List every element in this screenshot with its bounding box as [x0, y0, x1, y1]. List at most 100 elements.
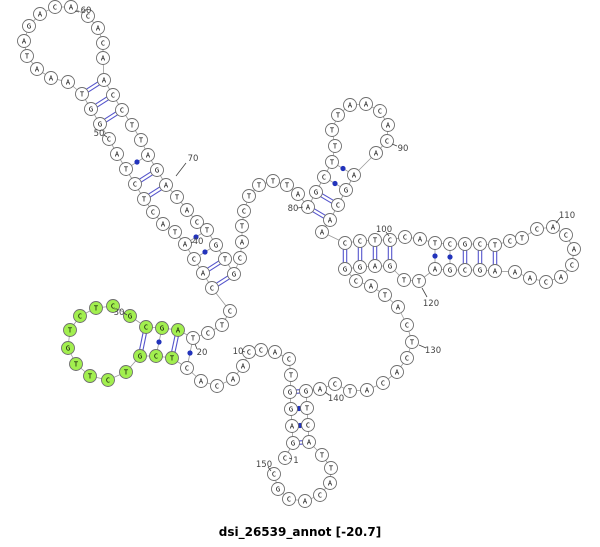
nucleotide-node[interactable] [473, 263, 487, 277]
nucleotide-node[interactable] [101, 373, 115, 387]
nucleotide-node[interactable] [119, 162, 133, 176]
nucleotide-node[interactable] [84, 102, 98, 116]
nucleotide-node[interactable] [381, 118, 395, 132]
nucleotide-node[interactable] [359, 97, 373, 111]
nucleotide-node[interactable] [347, 168, 361, 182]
nucleotide-node[interactable] [266, 174, 280, 188]
nucleotide-node[interactable] [523, 271, 537, 285]
nucleotide-node[interactable] [428, 236, 442, 250]
nucleotide-node[interactable] [323, 476, 337, 490]
nucleotide-node[interactable] [205, 281, 219, 295]
nucleotide-node[interactable] [503, 234, 517, 248]
nucleotide-node[interactable] [360, 383, 374, 397]
nucleotide-node[interactable] [413, 232, 427, 246]
nucleotide-node[interactable] [443, 237, 457, 251]
nucleotide-node[interactable] [315, 448, 329, 462]
nucleotide-node[interactable] [252, 178, 266, 192]
nucleotide-node[interactable] [97, 73, 111, 87]
nucleotide-node[interactable] [75, 87, 89, 101]
nucleotide-node[interactable] [209, 238, 223, 252]
nucleotide-node[interactable] [180, 203, 194, 217]
nucleotide-node[interactable] [93, 117, 107, 131]
nucleotide-node[interactable] [313, 488, 327, 502]
nucleotide-node[interactable] [170, 190, 184, 204]
nucleotide-node[interactable] [96, 51, 110, 65]
nucleotide-node[interactable] [156, 217, 170, 231]
nucleotide-node[interactable] [328, 377, 342, 391]
nucleotide-node[interactable] [328, 139, 342, 153]
nucleotide-node[interactable] [286, 436, 300, 450]
nucleotide-node[interactable] [331, 108, 345, 122]
nucleotide-node[interactable] [397, 273, 411, 287]
nucleotide-node[interactable] [530, 222, 544, 236]
nucleotide-node[interactable] [331, 198, 345, 212]
nucleotide-node[interactable] [200, 223, 214, 237]
nucleotide-node[interactable] [309, 185, 323, 199]
nucleotide-node[interactable] [343, 384, 357, 398]
nucleotide-node[interactable] [141, 148, 155, 162]
nucleotide-node[interactable] [233, 251, 247, 265]
nucleotide-node[interactable] [315, 225, 329, 239]
nucleotide-node[interactable] [83, 369, 97, 383]
nucleotide-node[interactable] [235, 219, 249, 233]
nucleotide-node[interactable] [106, 299, 120, 313]
nucleotide-node[interactable] [168, 225, 182, 239]
nucleotide-node[interactable] [190, 215, 204, 229]
nucleotide-node[interactable] [44, 71, 58, 85]
nucleotide-node[interactable] [123, 309, 137, 323]
nucleotide-node[interactable] [235, 235, 249, 249]
nucleotide-node[interactable] [291, 187, 305, 201]
nucleotide-node[interactable] [61, 341, 75, 355]
nucleotide-node[interactable] [405, 335, 419, 349]
nucleotide-node[interactable] [69, 357, 83, 371]
nucleotide-node[interactable] [282, 492, 296, 506]
nucleotide-node[interactable] [150, 163, 164, 177]
nucleotide-node[interactable] [302, 435, 316, 449]
nucleotide-node[interactable] [119, 365, 133, 379]
nucleotide-node[interactable] [488, 264, 502, 278]
nucleotide-node[interactable] [165, 351, 179, 365]
nucleotide-node[interactable] [353, 260, 367, 274]
nucleotide-node[interactable] [254, 343, 268, 357]
nucleotide-node[interactable] [546, 220, 560, 234]
nucleotide-node[interactable] [390, 365, 404, 379]
nucleotide-node[interactable] [106, 88, 120, 102]
nucleotide-node[interactable] [364, 279, 378, 293]
nucleotide-node[interactable] [284, 368, 298, 382]
nucleotide-node[interactable] [458, 263, 472, 277]
nucleotide-node[interactable] [210, 379, 224, 393]
nucleotide-node[interactable] [400, 351, 414, 365]
nucleotide-node[interactable] [298, 494, 312, 508]
nucleotide-node[interactable] [349, 274, 363, 288]
nucleotide-node[interactable] [300, 401, 314, 415]
nucleotide-node[interactable] [283, 385, 297, 399]
nucleotide-node[interactable] [428, 262, 442, 276]
nucleotide-node[interactable] [323, 213, 337, 227]
nucleotide-node[interactable] [242, 345, 256, 359]
nucleotide-node[interactable] [186, 331, 200, 345]
nucleotide-node[interactable] [159, 178, 173, 192]
nucleotide-node[interactable] [412, 274, 426, 288]
nucleotide-node[interactable] [301, 200, 315, 214]
nucleotide-node[interactable] [313, 382, 327, 396]
nucleotide-node[interactable] [30, 62, 44, 76]
nucleotide-node[interactable] [223, 304, 237, 318]
nucleotide-node[interactable] [33, 7, 47, 21]
nucleotide-node[interactable] [194, 374, 208, 388]
nucleotide-node[interactable] [139, 320, 153, 334]
nucleotide-node[interactable] [280, 178, 294, 192]
nucleotide-node[interactable] [317, 170, 331, 184]
nucleotide-node[interactable] [380, 134, 394, 148]
nucleotide-node[interactable] [146, 205, 160, 219]
nucleotide-node[interactable] [134, 133, 148, 147]
nucleotide-node[interactable] [137, 192, 151, 206]
nucleotide-node[interactable] [125, 118, 139, 132]
nucleotide-node[interactable] [110, 147, 124, 161]
nucleotide-node[interactable] [236, 359, 250, 373]
nucleotide-node[interactable] [48, 0, 62, 14]
nucleotide-node[interactable] [565, 258, 579, 272]
nucleotide-node[interactable] [282, 352, 296, 366]
nucleotide-node[interactable] [458, 237, 472, 251]
nucleotide-node[interactable] [149, 349, 163, 363]
nucleotide-node[interactable] [376, 376, 390, 390]
